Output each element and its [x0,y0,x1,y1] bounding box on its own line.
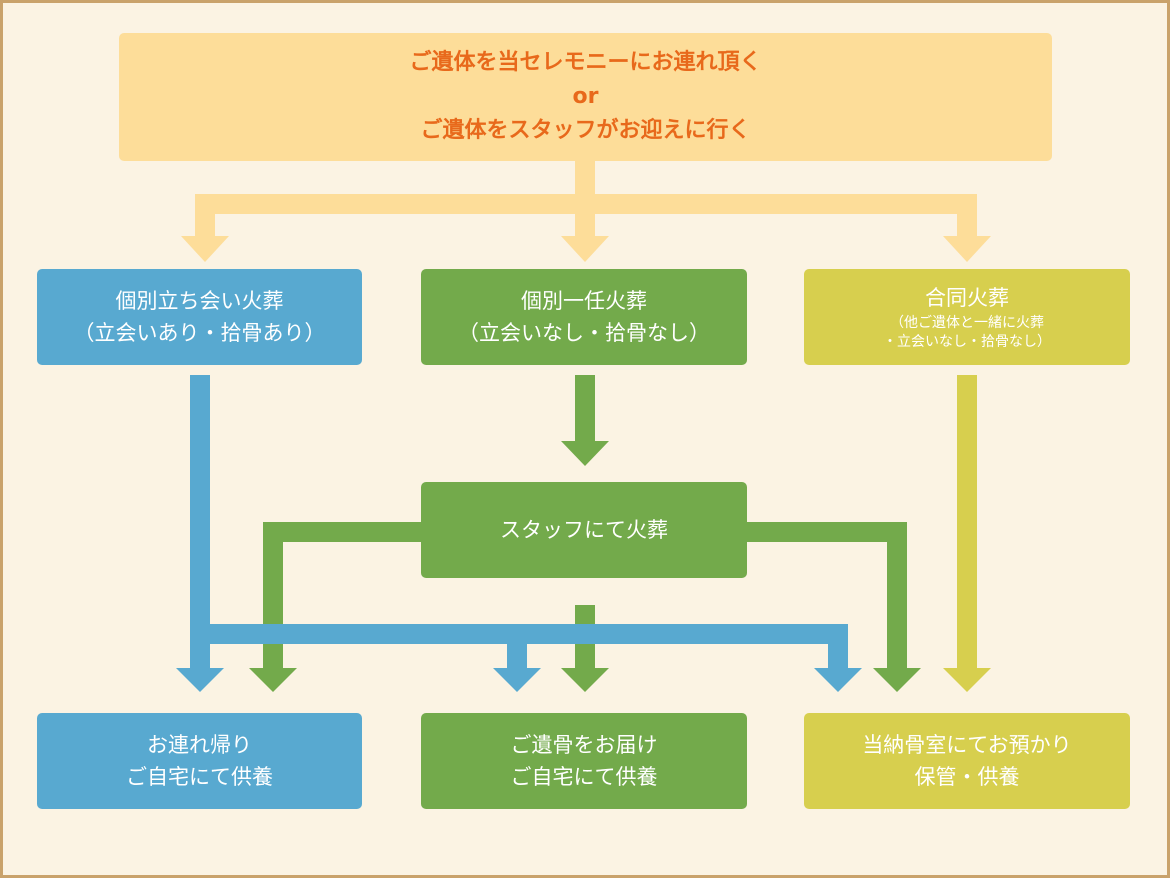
arrow-head [814,668,862,692]
arrow-head [943,668,991,692]
result-line-2: 保管・供養 [914,765,1020,789]
result-line-2: ご自宅にて供養 [126,765,273,789]
arrow-head [561,668,609,692]
green-connectors [249,375,921,692]
result-line-1: 当納骨室にてお預かり [862,733,1072,757]
start-box: ご遺体を当セレモニーにお連れ頂く or ご遺体をスタッフがお迎えに行く [119,33,1052,161]
option-individual-attended: 個別立ち会い火葬 （立会いあり・拾骨あり） [37,269,362,365]
arrow-head [943,236,991,262]
start-line-2: or [572,84,599,109]
staff-cremation-box: スタッフにて火葬 [421,482,747,578]
result-line-1: お連れ帰り [147,733,252,757]
result-line-2: ご自宅にて供養 [510,765,658,789]
option-individual-entrusted: 個別一任火葬 （立会いなし・拾骨なし） [421,269,747,365]
option-title: 個別立ち会い火葬 [115,289,284,313]
orange-connectors [181,161,991,262]
result-delivery: ご遺骨をお届け ご自宅にて供養 [421,713,747,809]
result-take-home: お連れ帰り ご自宅にて供養 [37,713,362,809]
staff-cremation-label: スタッフにて火葬 [500,518,668,542]
option-subtitle-1: （他ご遺体と一緒に火葬 [890,315,1044,331]
option-subtitle: （立会いなし・拾骨なし） [458,321,710,345]
olive-connectors [943,375,991,692]
result-ossuary: 当納骨室にてお預かり 保管・供養 [804,713,1130,809]
option-subtitle: （立会いあり・拾骨あり） [73,321,326,345]
blue-connectors [176,375,862,692]
option-joint-cremation: 合同火葬 （他ご遺体と一緒に火葬 ・立会いなし・拾骨なし） [804,269,1130,365]
arrow-head [249,668,297,692]
result-line-1: ご遺骨をお届け [510,733,658,757]
arrow-head [176,668,224,692]
arrow-head [873,668,921,692]
start-line-3: ご遺体をスタッフがお迎えに行く [420,118,751,143]
arrow-head [561,236,609,262]
arrow-head [561,441,609,466]
option-title: 合同火葬 [925,286,1009,310]
start-line-1: ご遺体を当セレモニーにお連れ頂く [409,50,762,75]
option-title: 個別一任火葬 [521,289,647,313]
arrow-head [181,236,229,262]
arrow-head [493,668,541,692]
option-subtitle-2: ・立会いなし・拾骨なし） [883,334,1051,350]
